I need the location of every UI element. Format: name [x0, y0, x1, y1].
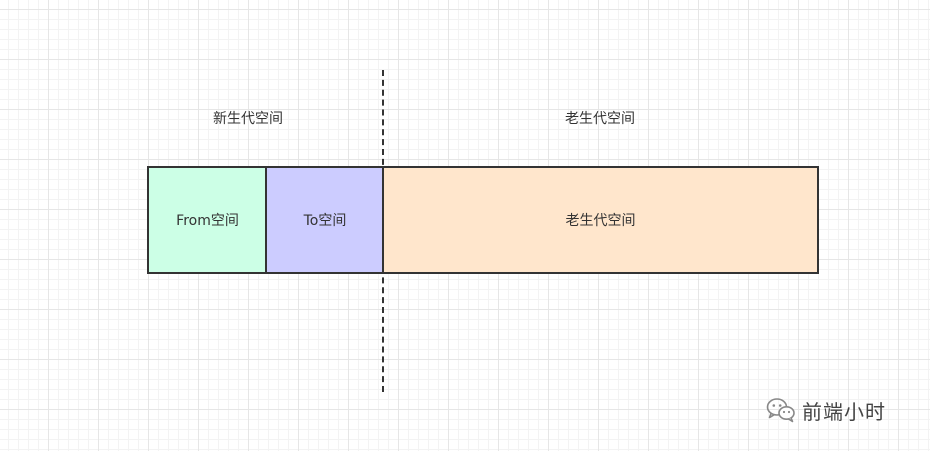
from-space-block: From空间: [147, 166, 268, 274]
old-generation-label: 老生代空间: [565, 111, 635, 127]
watermark-text: 前端小时: [802, 399, 886, 424]
wechat-icon: [766, 398, 795, 423]
young-generation-label: 新生代空间: [213, 111, 283, 127]
old-space-block: 老生代空间: [382, 166, 819, 274]
watermark: 前端小时: [766, 396, 886, 424]
from-space-label: From空间: [176, 213, 239, 229]
to-space-label: To空间: [303, 213, 347, 229]
to-space-block: To空间: [265, 166, 385, 274]
old-space-label: 老生代空间: [565, 213, 636, 229]
generation-divider-line: [382, 70, 384, 392]
